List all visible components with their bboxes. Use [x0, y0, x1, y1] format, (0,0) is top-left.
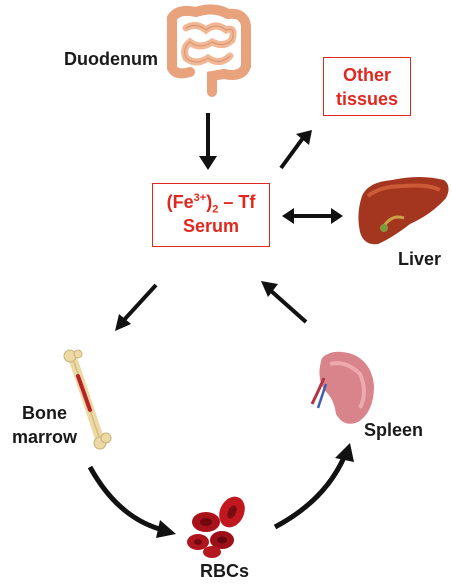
other-tissues-box: Other tissues — [323, 57, 411, 116]
other-tissues-label-line2: tissues — [324, 87, 410, 111]
other-tissues-label-line1: Other — [324, 63, 410, 87]
spleen-icon — [312, 352, 374, 424]
spleen-label: Spleen — [364, 420, 423, 441]
liver-label: Liver — [398, 249, 441, 270]
serum-transferrin-box: (Fe3+)2 – Tf Serum — [152, 183, 270, 247]
bone-marrow-label-line1: Bone — [22, 403, 67, 424]
serum-fe-tf-label: (Fe3+)2 – Tf — [153, 190, 269, 214]
serum-label: Serum — [153, 214, 269, 238]
bone-marrow-label-line2: marrow — [12, 427, 77, 448]
intestine-icon — [172, 9, 246, 92]
liver-icon — [358, 177, 448, 244]
red-blood-cells-icon — [187, 492, 250, 558]
duodenum-label: Duodenum — [64, 49, 158, 70]
rbcs-label: RBCs — [200, 561, 249, 582]
